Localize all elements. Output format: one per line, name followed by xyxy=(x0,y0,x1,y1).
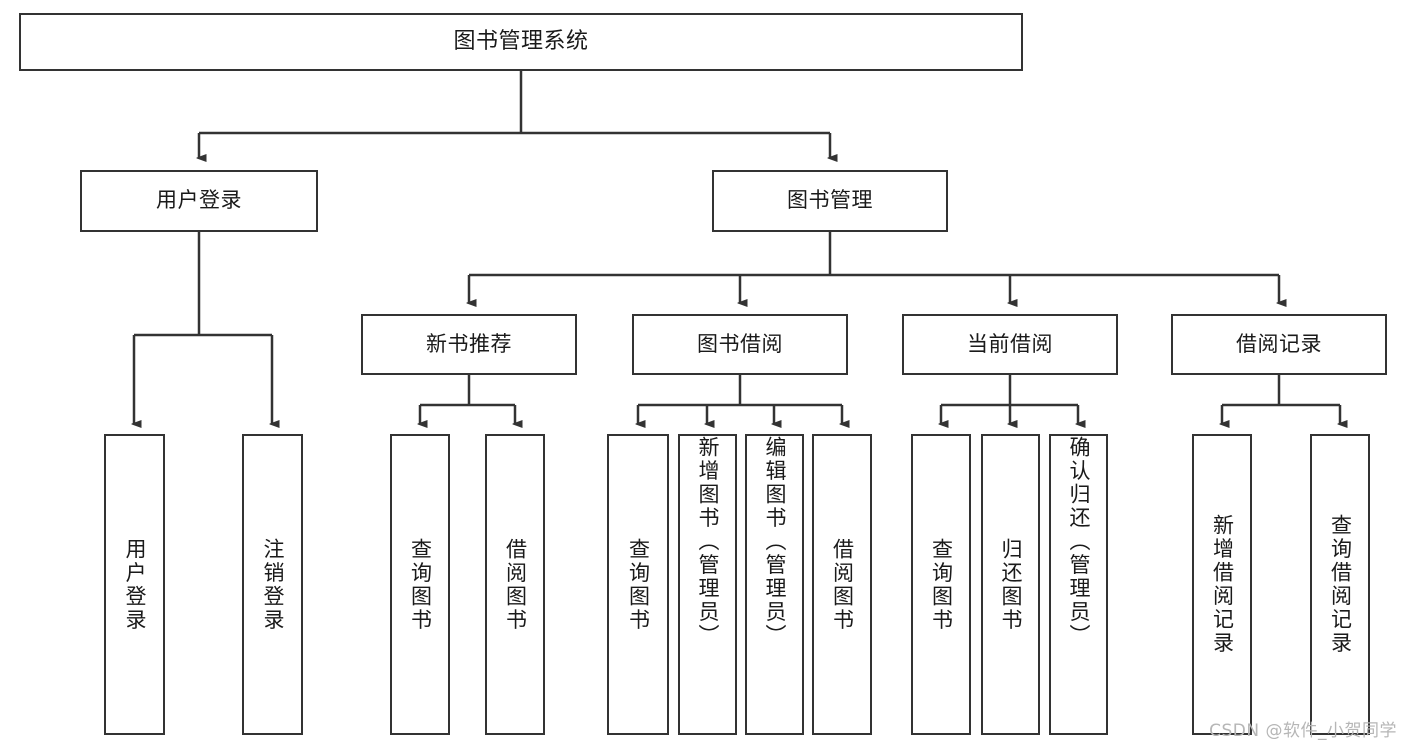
node-current-borrow[interactable]: 当前借阅 xyxy=(902,314,1118,375)
node-label: 借阅图书 xyxy=(830,537,855,632)
leaf-borrow-books-borrow[interactable]: 借阅图书 xyxy=(812,434,872,735)
node-user-login[interactable]: 用户登录 xyxy=(80,170,318,232)
leaf-edit-book-admin[interactable]: 编辑图书（管理员） xyxy=(745,434,804,735)
leaf-query-books-borrow[interactable]: 查询图书 xyxy=(607,434,669,735)
node-label: 新增图书（管理员） xyxy=(696,436,720,648)
node-label: 查询借阅记录 xyxy=(1328,514,1353,655)
node-label: 图书管理系统 xyxy=(453,28,589,54)
node-label: 借阅图书 xyxy=(503,537,528,632)
node-label: 新增借阅记录 xyxy=(1210,514,1235,655)
leaf-query-books-newbook[interactable]: 查询图书 xyxy=(390,434,450,735)
node-root-library-management-system[interactable]: 图书管理系统 xyxy=(19,13,1023,71)
node-label: 注销登录 xyxy=(261,537,285,632)
node-borrow-records[interactable]: 借阅记录 xyxy=(1171,314,1387,375)
node-label: 归还图书 xyxy=(999,537,1023,632)
leaf-query-borrow-record[interactable]: 查询借阅记录 xyxy=(1310,434,1370,735)
node-book-management[interactable]: 图书管理 xyxy=(712,170,948,232)
node-book-borrow[interactable]: 图书借阅 xyxy=(632,314,848,375)
node-label: 借阅记录 xyxy=(1236,331,1322,356)
node-label: 编辑图书（管理员） xyxy=(763,436,787,648)
leaf-logout[interactable]: 注销登录 xyxy=(242,434,303,735)
node-label: 当前借阅 xyxy=(967,331,1053,356)
node-label: 查询图书 xyxy=(626,537,651,632)
node-label: 新书推荐 xyxy=(426,331,512,356)
node-label: 查询图书 xyxy=(408,537,433,632)
leaf-user-login[interactable]: 用户登录 xyxy=(104,434,165,735)
leaf-query-books-current[interactable]: 查询图书 xyxy=(911,434,971,735)
leaf-return-books[interactable]: 归还图书 xyxy=(981,434,1040,735)
node-label: 图书管理 xyxy=(787,188,873,213)
node-label: 确认归还（管理员） xyxy=(1067,436,1091,648)
leaf-add-book-admin[interactable]: 新增图书（管理员） xyxy=(678,434,737,735)
node-label: 用户登录 xyxy=(123,537,147,632)
leaf-add-borrow-record[interactable]: 新增借阅记录 xyxy=(1192,434,1252,735)
leaf-borrow-books-newbook[interactable]: 借阅图书 xyxy=(485,434,545,735)
node-label: 用户登录 xyxy=(156,188,242,213)
node-label: 图书借阅 xyxy=(697,331,783,356)
node-new-book-recommend[interactable]: 新书推荐 xyxy=(361,314,577,375)
node-label: 查询图书 xyxy=(929,537,954,632)
leaf-confirm-return-admin[interactable]: 确认归还（管理员） xyxy=(1049,434,1108,735)
